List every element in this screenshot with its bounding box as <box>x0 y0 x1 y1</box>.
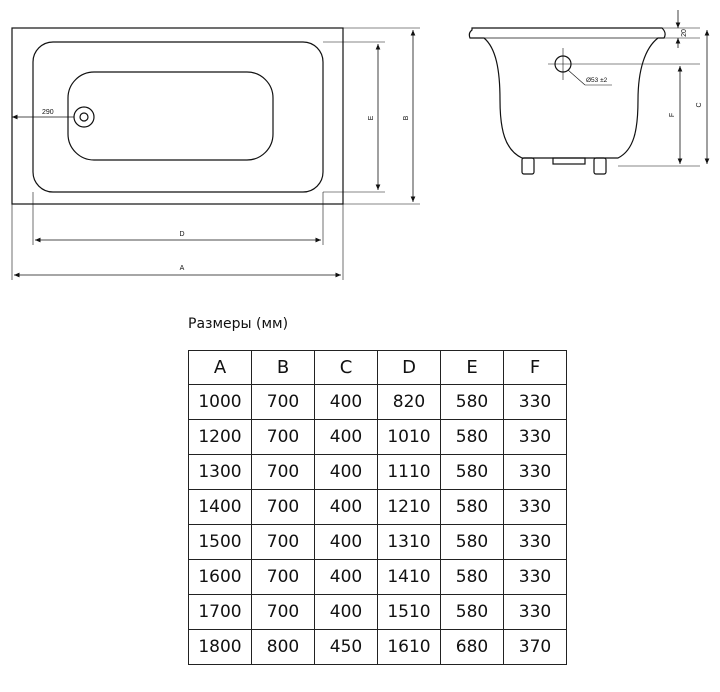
dimension-label-b: B <box>403 115 410 120</box>
table-cell: 370 <box>503 629 567 665</box>
tub-foot-left <box>521 157 535 175</box>
table-cell: 1300 <box>188 454 252 490</box>
table-cell: 1010 <box>377 419 441 455</box>
table-row: 1300 700 400 1110 580 330 <box>188 454 567 490</box>
drain-offset-label: 290 <box>42 109 54 116</box>
table-cell: 1310 <box>377 524 441 560</box>
table-cell: 580 <box>440 489 504 525</box>
table-row: 1800 800 450 1610 680 370 <box>188 629 567 665</box>
table-cell: 1510 <box>377 594 441 630</box>
table-cell: 330 <box>503 594 567 630</box>
table-cell: 700 <box>251 559 315 595</box>
table-cell: 580 <box>440 384 504 420</box>
table-cell: 330 <box>503 489 567 525</box>
table-cell: 400 <box>314 419 378 455</box>
table-cell: 1610 <box>377 629 441 665</box>
table-cell: 1000 <box>188 384 252 420</box>
table-cell: 580 <box>440 594 504 630</box>
table-cell: 800 <box>251 629 315 665</box>
tub-foot-right <box>593 157 607 175</box>
tub-outer-rim <box>11 27 344 205</box>
column-header-c: C <box>314 350 378 385</box>
column-header-f: F <box>503 350 567 385</box>
table-row: 1200 700 400 1010 580 330 <box>188 419 567 455</box>
tub-bottom-well <box>67 71 274 161</box>
table-cell: 330 <box>503 384 567 420</box>
table-cell: 700 <box>251 524 315 560</box>
table-cell: 580 <box>440 419 504 455</box>
table-cell: 700 <box>251 419 315 455</box>
drain-inner-circle <box>79 112 89 122</box>
table-cell: 580 <box>440 524 504 560</box>
table-cell: 1110 <box>377 454 441 490</box>
table-cell: 1500 <box>188 524 252 560</box>
table-cell: 1400 <box>188 489 252 525</box>
table-cell: 820 <box>377 384 441 420</box>
tub-drain-pipe <box>552 157 586 165</box>
table-cell: 400 <box>314 594 378 630</box>
table-cell: 700 <box>251 384 315 420</box>
table-cell: 1200 <box>188 419 252 455</box>
dimension-label-c: C <box>696 102 703 107</box>
table-cell: 400 <box>314 489 378 525</box>
column-header-a: A <box>188 350 252 385</box>
table-cell: 400 <box>314 384 378 420</box>
table-cell: 330 <box>503 559 567 595</box>
table-cell: 330 <box>503 524 567 560</box>
table-cell: 580 <box>440 559 504 595</box>
table-cell: 680 <box>440 629 504 665</box>
top-view <box>11 27 420 280</box>
table-cell: 1210 <box>377 489 441 525</box>
table-header-row: A B C D E F <box>188 350 567 385</box>
table-cell: 1800 <box>188 629 252 665</box>
tub-side-profile <box>468 27 666 159</box>
table-caption: Размеры (мм) <box>188 316 289 332</box>
dimension-label-a: A <box>180 265 185 272</box>
table-cell: 400 <box>314 524 378 560</box>
table-cell: 330 <box>503 419 567 455</box>
table-cell: 1700 <box>188 594 252 630</box>
table-cell: 330 <box>503 454 567 490</box>
table-row: 1600 700 400 1410 580 330 <box>188 559 567 595</box>
table-row: 1500 700 400 1310 580 330 <box>188 524 567 560</box>
table-cell: 450 <box>314 629 378 665</box>
overflow-leader-line <box>567 69 586 86</box>
column-header-b: B <box>251 350 315 385</box>
table-cell: 1600 <box>188 559 252 595</box>
table-row: 1400 700 400 1210 580 330 <box>188 489 567 525</box>
dimension-label-d: D <box>179 231 184 238</box>
tub-inner-basin <box>32 41 324 193</box>
table-cell: 1410 <box>377 559 441 595</box>
column-header-d: D <box>377 350 441 385</box>
drain-outer-circle <box>73 106 95 128</box>
table-row: 1000 700 400 820 580 330 <box>188 384 567 420</box>
table-cell: 700 <box>251 454 315 490</box>
column-header-e: E <box>440 350 504 385</box>
side-view <box>468 10 710 175</box>
table-row: 1700 700 400 1510 580 330 <box>188 594 567 630</box>
dimension-label-20: 20 <box>681 29 688 37</box>
overflow-diameter-label: Ø53 ±2 <box>586 77 608 84</box>
table-cell: 400 <box>314 559 378 595</box>
table-cell: 700 <box>251 594 315 630</box>
table-cell: 700 <box>251 489 315 525</box>
dimension-label-f: F <box>669 113 676 117</box>
dimension-label-e: E <box>368 115 375 120</box>
table-cell: 400 <box>314 454 378 490</box>
bathtub-technical-drawing: 290 D A E B 20 Ø53 ±2 F C <box>11 10 710 280</box>
dimensions-table: A B C D E F 1000 700 400 820 580 330 120… <box>188 350 567 665</box>
table-cell: 580 <box>440 454 504 490</box>
